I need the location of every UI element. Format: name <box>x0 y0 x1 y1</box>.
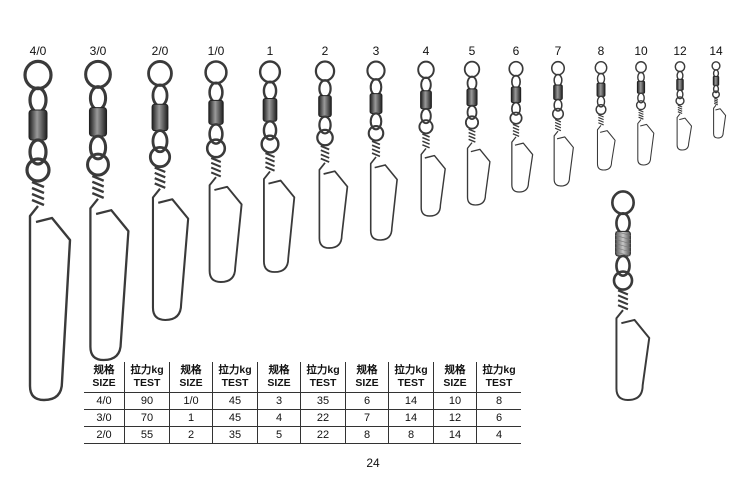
size-label: 14 <box>709 44 723 58</box>
table-cell: 1 <box>169 409 213 427</box>
size-label: 7 <box>554 44 562 58</box>
snap-swivel <box>635 61 655 166</box>
size-label: 1/0 <box>207 44 225 58</box>
table-cell: 6 <box>345 392 389 410</box>
table-cell: 4 <box>476 426 521 444</box>
table-cell: 45 <box>212 409 258 427</box>
snap-swivel <box>258 60 296 273</box>
snap-swivel <box>84 59 130 362</box>
table-cell: 14 <box>388 392 434 410</box>
snap-swivel <box>594 61 616 171</box>
table-cell: 8 <box>476 392 521 410</box>
table-cell: 14 <box>433 426 477 444</box>
size-label: 1 <box>266 44 274 58</box>
snap-swivel <box>147 60 190 322</box>
size-label: 3 <box>372 44 380 58</box>
table-cell: 10 <box>433 392 477 410</box>
table-cell: 55 <box>124 426 170 444</box>
page-number: 24 <box>366 456 380 470</box>
table-cell: 4 <box>257 409 301 427</box>
table-cell: 6 <box>476 409 521 427</box>
snap-swivel <box>366 60 398 241</box>
table-cell: 12 <box>433 409 477 427</box>
table-cell: 35 <box>300 392 346 410</box>
size-label: 4 <box>422 44 430 58</box>
snap-swivel <box>550 60 574 187</box>
size-label: 8 <box>597 44 605 58</box>
table-cell: 3/0 <box>84 409 125 427</box>
table-cell: 70 <box>124 409 170 427</box>
size-label: 12 <box>673 44 687 58</box>
snap-swivel <box>314 60 349 249</box>
table-row: 4/0 90 1/0 45 3 35 6 14 10 8 <box>84 392 521 410</box>
snap-swivel <box>674 61 693 151</box>
table-cell: 35 <box>212 426 258 444</box>
snap-swivel <box>204 60 243 283</box>
table-cell: 1/0 <box>169 392 213 410</box>
table-cell: 2/0 <box>84 426 125 444</box>
table-cell: 8 <box>388 426 434 444</box>
table-row: 3/0 70 1 45 4 22 7 14 12 6 <box>84 409 521 427</box>
table-cell: 7 <box>345 409 389 427</box>
table-cell: 22 <box>300 426 346 444</box>
table-cell: 45 <box>212 392 258 410</box>
table-cell: 14 <box>388 409 434 427</box>
table-cell: 2 <box>169 426 213 444</box>
size-label: 4/0 <box>29 44 47 58</box>
table-cell: 90 <box>124 392 170 410</box>
size-label: 2 <box>321 44 329 58</box>
table-cell: 22 <box>300 409 346 427</box>
snap-swivel <box>611 190 651 401</box>
size-label: 3/0 <box>89 44 107 58</box>
size-label: 10 <box>634 44 648 58</box>
size-label: 6 <box>512 44 520 58</box>
table-cell: 8 <box>345 426 389 444</box>
snap-swivel <box>417 60 446 217</box>
table-cell: 4/0 <box>84 392 125 410</box>
table-row: 2/0 55 2 35 5 22 8 8 14 4 <box>84 426 521 444</box>
size-label: 5 <box>468 44 476 58</box>
table-cell: 3 <box>257 392 301 410</box>
snap-swivel <box>711 61 727 139</box>
snap-swivel <box>463 60 491 206</box>
size-label: 2/0 <box>151 44 169 58</box>
snap-swivel <box>23 59 72 402</box>
snap-swivel <box>508 60 534 193</box>
table-cell: 5 <box>257 426 301 444</box>
